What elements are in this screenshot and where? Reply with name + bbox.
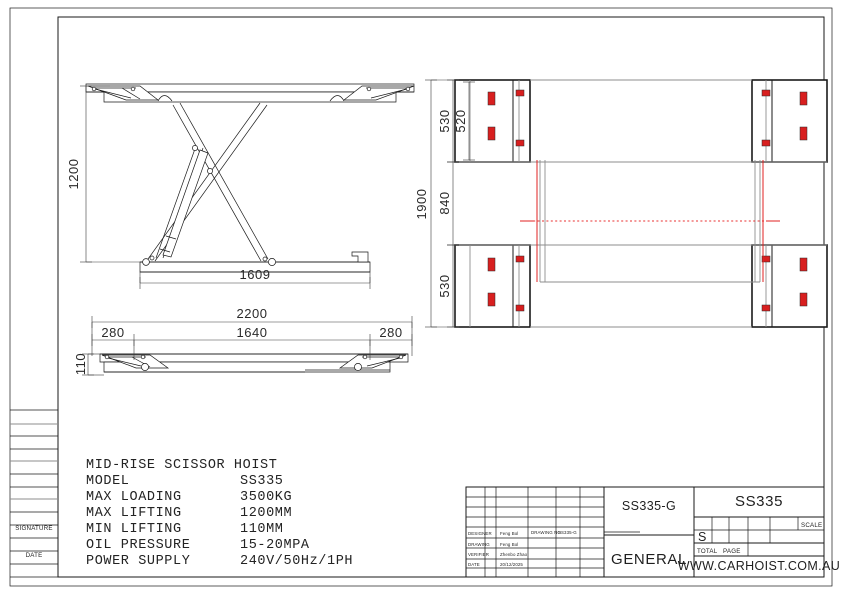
titleblock-page-label: PAGE <box>723 548 741 555</box>
dimension-1200 <box>80 85 140 263</box>
dimension-label-1609: 1609 <box>240 267 271 282</box>
spec-label-power-supply: POWER SUPPLY <box>86 554 190 569</box>
dimension-label-280-right: 280 <box>379 325 402 340</box>
titleblock-value-designer: Feng Bol <box>500 531 518 536</box>
spec-value-model: SS335 <box>240 474 284 489</box>
spec-label-oil-pressure: OIL PRESSURE <box>86 538 190 553</box>
dimension-label-530-upper: 530 <box>437 109 452 132</box>
titleblock-value-date: 20/12/2025 <box>500 562 523 567</box>
spec-heading: MID-RISE SCISSOR HOIST <box>86 458 277 473</box>
left-margin-revision-table <box>10 409 58 578</box>
titleblock-website: WWW.CARHOIST.COM.AU <box>678 559 840 573</box>
title-block-frame <box>465 486 825 578</box>
dimension-label-1200: 1200 <box>66 159 81 190</box>
spec-value-power-supply: 240V/50Hz/1PH <box>240 554 353 569</box>
sheet-outer-border <box>9 7 833 587</box>
side-elevation-geometry <box>85 83 415 273</box>
spec-value-oil-pressure: 15-20MPA <box>240 538 310 553</box>
titleblock-scale-label: SCALE <box>801 522 822 529</box>
titleblock-scale-value: S <box>698 530 707 544</box>
dimension-row-280-1640-280 <box>91 334 413 360</box>
plan-view-geometry <box>454 79 828 328</box>
dimension-520 <box>463 81 475 161</box>
front-elevation-geometry <box>99 353 409 373</box>
dimension-label-840: 840 <box>437 191 452 214</box>
titleblock-drawing-code: SS335-G <box>622 499 676 513</box>
dimension-label-1640: 1640 <box>237 325 268 340</box>
titleblock-field-designer: DESIGNER <box>468 531 492 536</box>
titleblock-field-date: DATE <box>468 562 480 567</box>
margin-label-date: DATE <box>26 552 43 559</box>
titleblock-value-drawing-no: SS335-G <box>558 530 577 535</box>
titleblock-model: SS335 <box>735 493 783 510</box>
titleblock-label-drawing-no: DRAWING NO <box>531 530 561 535</box>
titleblock-field-verifier: VERIFIER <box>468 552 489 557</box>
titleblock-field-drawing: DRAWING <box>468 542 490 547</box>
dimension-label-520: 520 <box>453 109 468 132</box>
dimension-530-lower <box>447 244 459 328</box>
spec-value-max-lifting: 1200MM <box>240 506 292 521</box>
spec-label-min-lifting: MIN LIFTING <box>86 522 182 537</box>
titleblock-total-label: TOTAL <box>697 548 718 555</box>
titleblock-drawing-type: GENERAL <box>611 551 687 568</box>
titleblock-value-drawing: Feng Bol <box>500 542 518 547</box>
spec-value-max-loading: 3500KG <box>240 490 292 505</box>
spec-label-model: MODEL <box>86 474 130 489</box>
dimension-1609 <box>139 272 371 289</box>
spec-label-max-loading: MAX LOADING <box>86 490 182 505</box>
spec-label-max-lifting: MAX LIFTING <box>86 506 182 521</box>
dimension-label-2200: 2200 <box>237 306 268 321</box>
dimension-label-1900: 1900 <box>414 189 429 220</box>
titleblock-value-verifier: Zhenbo Zhao <box>500 552 528 557</box>
dimension-label-280-left: 280 <box>101 325 124 340</box>
dimension-label-110: 110 <box>73 353 88 375</box>
margin-label-signature: SIGNATURE <box>15 525 52 532</box>
dimension-label-530-lower: 530 <box>437 274 452 297</box>
dimension-110 <box>82 353 104 376</box>
spec-value-min-lifting: 110MM <box>240 522 284 537</box>
